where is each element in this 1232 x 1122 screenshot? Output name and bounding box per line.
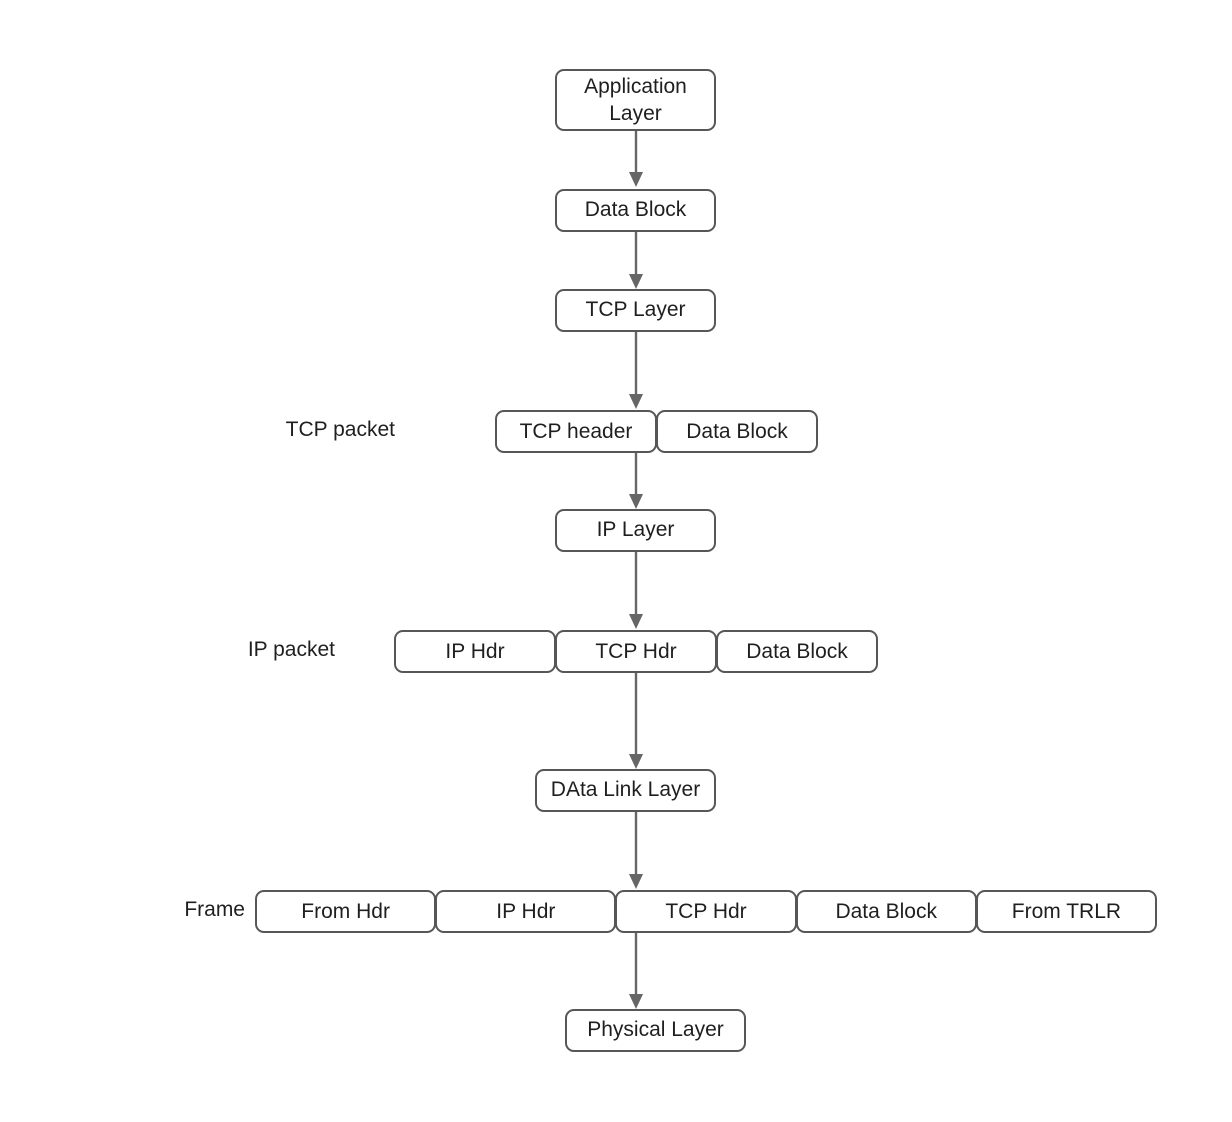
segment-frame-tcp-hdr[interactable]: TCP Hdr — [615, 890, 797, 933]
segment-frame-data-block[interactable]: Data Block — [795, 890, 977, 933]
packet-tcp-packet: TCP header Data Block — [495, 410, 818, 453]
connector-frame-to-physical-layer — [624, 932, 648, 1010]
segment-ip-packet-tcp-hdr[interactable]: TCP Hdr — [555, 630, 717, 673]
node-ip-layer[interactable]: IP Layer — [555, 509, 716, 552]
connector-ip-packet-to-data-link-layer — [624, 672, 648, 770]
segment-frame-from-trlr[interactable]: From TRLR — [975, 890, 1158, 933]
connector-tcp-layer-to-tcp-packet — [624, 332, 648, 410]
node-data-block-label: Data Block — [584, 198, 687, 222]
label-tcp-packet: TCP packet — [285, 418, 395, 441]
connector-data-link-layer-to-frame — [624, 812, 648, 890]
segment-ip-packet-tcp-hdr-label: TCP Hdr — [595, 639, 677, 663]
segment-ip-packet-data-block-label: Data Block — [746, 639, 848, 663]
node-physical-layer[interactable]: Physical Layer — [565, 1009, 746, 1052]
node-application-layer-line2: Layer — [609, 102, 662, 125]
node-tcp-layer[interactable]: TCP Layer — [555, 289, 716, 332]
connector-data-block-to-tcp-layer — [624, 232, 648, 290]
node-data-block[interactable]: Data Block — [555, 189, 716, 232]
packet-ip-packet: IP Hdr TCP Hdr Data Block — [394, 630, 878, 673]
segment-frame-tcp-hdr-label: TCP Hdr — [665, 899, 747, 923]
node-data-link-layer[interactable]: DAta Link Layer — [535, 769, 716, 812]
node-tcp-layer-label: TCP Layer — [585, 298, 686, 322]
segment-ip-hdr[interactable]: IP Hdr — [394, 630, 556, 673]
connector-ip-layer-to-ip-packet — [624, 552, 648, 630]
node-physical-layer-label: Physical Layer — [587, 1018, 724, 1042]
segment-frame-ip-hdr-label: IP Hdr — [496, 899, 556, 923]
segment-frame-from-trlr-label: From TRLR — [1011, 899, 1122, 923]
segment-tcp-packet-data-block[interactable]: Data Block — [656, 410, 818, 453]
segment-ip-hdr-label: IP Hdr — [445, 639, 505, 663]
segment-frame-from-hdr[interactable]: From Hdr — [255, 890, 437, 933]
label-frame: Frame — [184, 898, 245, 921]
segment-ip-packet-data-block[interactable]: Data Block — [716, 630, 878, 673]
connector-application-layer-to-data-block — [624, 130, 648, 188]
segment-tcp-header[interactable]: TCP header — [495, 410, 657, 453]
segment-frame-ip-hdr[interactable]: IP Hdr — [435, 890, 617, 933]
node-ip-layer-label: IP Layer — [596, 518, 675, 542]
segment-tcp-header-label: TCP header — [519, 419, 633, 443]
node-application-layer[interactable]: Application Layer — [555, 69, 716, 131]
segment-frame-from-hdr-label: From Hdr — [301, 899, 390, 923]
node-data-link-layer-label: DAta Link Layer — [550, 778, 701, 802]
connector-tcp-packet-to-ip-layer — [624, 452, 648, 510]
segment-tcp-packet-data-block-label: Data Block — [686, 419, 788, 443]
node-application-layer-line1: Application — [584, 74, 687, 98]
label-ip-packet: IP packet — [247, 638, 335, 661]
packet-frame: From Hdr IP Hdr TCP Hdr Data Block From … — [255, 890, 1158, 933]
segment-frame-data-block-label: Data Block — [835, 899, 937, 923]
